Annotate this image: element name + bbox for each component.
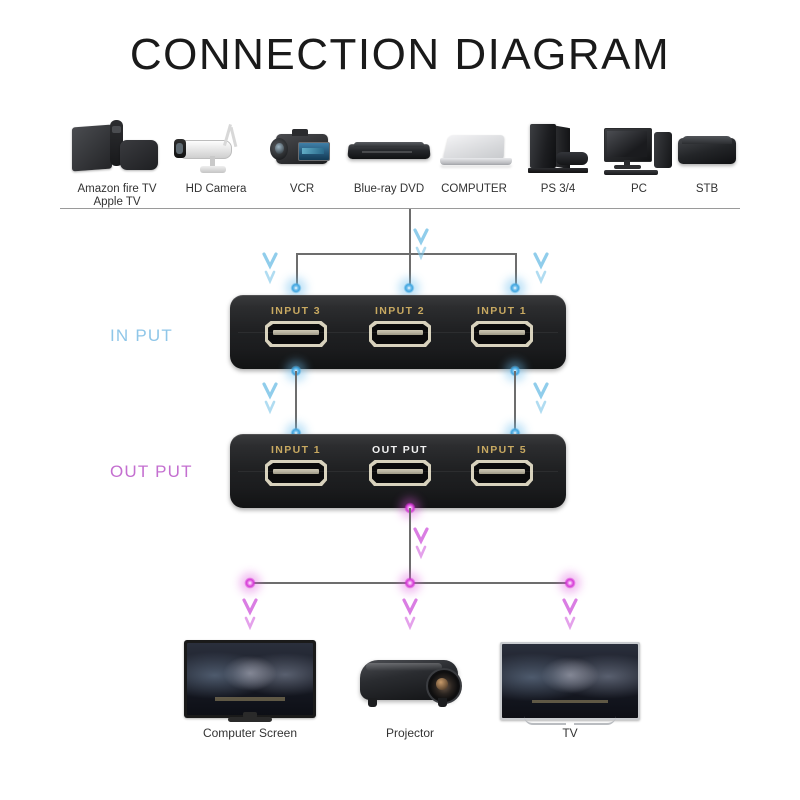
signal-arrow-icon: [533, 382, 549, 416]
source-label: PC: [631, 183, 647, 195]
streaming-box-icon: [62, 118, 172, 180]
connection-point: [403, 282, 415, 294]
hdmi-port-icon: [265, 321, 327, 347]
input-switch-box: INPUT 3 INPUT 2 INPUT 1: [230, 295, 566, 369]
display-label: TV: [562, 726, 578, 740]
hdmi-port-icon: [369, 460, 431, 486]
port-out-input-1[interactable]: INPUT 1: [248, 444, 344, 486]
output-switch-box: INPUT 1 OUT PUT INPUT 5: [230, 434, 566, 508]
game-console-icon: [516, 118, 600, 180]
laptop-icon: [430, 118, 518, 180]
source-device-computer: COMPUTER: [430, 118, 518, 196]
input-trunk-line: [409, 209, 411, 287]
connection-point: [509, 427, 521, 439]
signal-arrow-icon: [533, 252, 549, 286]
connection-point: [564, 577, 576, 589]
mid-link-left: [295, 371, 297, 433]
computer-monitor-icon: [160, 640, 340, 722]
projector-icon: [330, 640, 490, 722]
source-device-vcr: VCR: [262, 118, 342, 196]
camcorder-icon: [262, 118, 342, 180]
source-label: COMPUTER: [441, 183, 507, 195]
source-device-bluray-dvd: Blue-ray DVD: [340, 118, 438, 196]
port-output[interactable]: OUT PUT: [352, 444, 448, 486]
source-label: Blue-ray DVD: [353, 183, 425, 195]
bluray-player-icon: [340, 118, 438, 180]
set-top-box-icon: [670, 118, 744, 180]
display-label: Projector: [385, 726, 435, 740]
hdmi-port-icon: [369, 321, 431, 347]
source-device-amazon-fire-tv: Amazon fire TV Apple TV: [62, 118, 172, 208]
connection-point: [404, 577, 416, 589]
input-bus-line: [296, 253, 516, 255]
output-trunk-line: [409, 508, 411, 583]
source-device-pc: PC: [596, 118, 682, 196]
source-label: PS 3/4: [540, 183, 576, 195]
mid-link-right: [514, 371, 516, 433]
source-device-hd-camera: HD Camera: [170, 118, 262, 196]
television-icon: [490, 640, 650, 725]
connection-point: [290, 282, 302, 294]
display-device-projector: Projector: [330, 640, 490, 740]
port-input-2[interactable]: INPUT 2: [352, 305, 448, 347]
source-device-stb: STB: [670, 118, 744, 196]
display-device-computer-screen: Computer Screen: [160, 640, 340, 740]
source-device-ps34: PS 3/4: [516, 118, 600, 196]
display-label: Computer Screen: [202, 726, 298, 740]
signal-arrow-icon: [402, 598, 418, 632]
connection-point: [244, 577, 256, 589]
hdmi-port-icon: [471, 321, 533, 347]
output-section-label: OUT PUT: [110, 462, 193, 481]
source-label: Amazon fire TV Apple TV: [77, 183, 157, 208]
input-drop-right: [515, 253, 517, 287]
page-title: CONNECTION DIAGRAM: [129, 30, 671, 79]
signal-arrow-icon: [242, 598, 258, 632]
port-label: OUT PUT: [372, 444, 428, 456]
port-label: INPUT 1: [270, 444, 322, 456]
signal-arrow-icon: [413, 527, 429, 561]
port-input-1[interactable]: INPUT 1: [454, 305, 550, 347]
signal-arrow-icon: [262, 382, 278, 416]
source-label: HD Camera: [185, 183, 247, 195]
source-label: VCR: [289, 183, 315, 195]
security-camera-icon: [170, 118, 262, 180]
display-device-tv: TV: [490, 640, 650, 740]
port-label: INPUT 5: [476, 444, 528, 456]
hdmi-port-icon: [265, 460, 327, 486]
connection-point: [290, 427, 302, 439]
connection-point: [509, 282, 521, 294]
port-label: INPUT 2: [374, 305, 426, 317]
input-drop-left: [296, 253, 298, 287]
signal-arrow-icon: [413, 228, 429, 262]
source-label: STB: [695, 183, 719, 195]
input-section-label: IN PUT: [110, 326, 173, 345]
port-input-3[interactable]: INPUT 3: [248, 305, 344, 347]
hdmi-port-icon: [471, 460, 533, 486]
desktop-pc-icon: [596, 118, 682, 180]
signal-arrow-icon: [262, 252, 278, 286]
source-row-divider: [60, 208, 740, 209]
port-out-input-5[interactable]: INPUT 5: [454, 444, 550, 486]
port-label: INPUT 1: [476, 305, 528, 317]
signal-arrow-icon: [562, 598, 578, 632]
port-label: INPUT 3: [270, 305, 322, 317]
